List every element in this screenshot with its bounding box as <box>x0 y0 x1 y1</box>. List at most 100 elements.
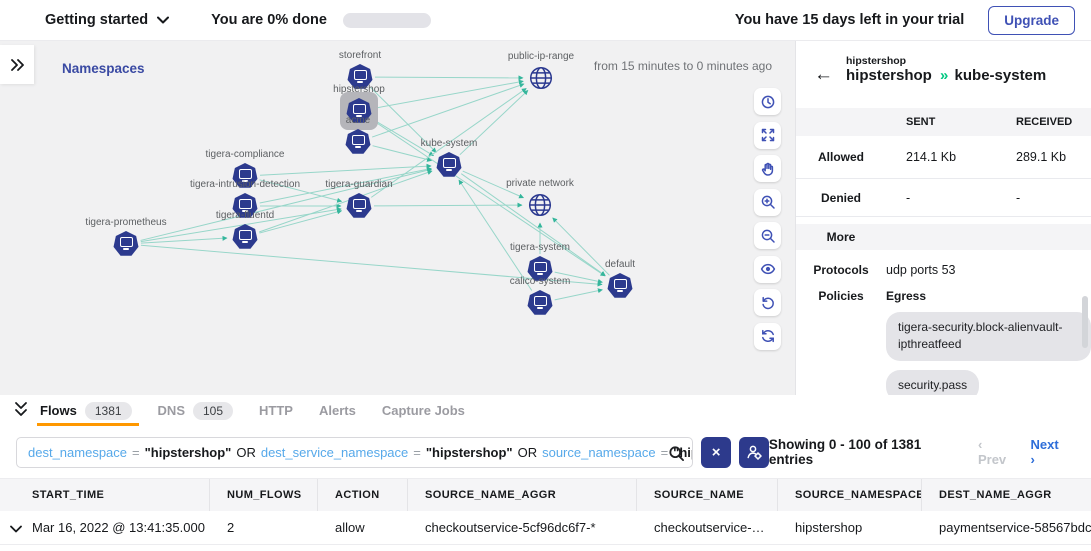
protocols-row: Protocols udp ports 53 <box>796 263 1091 277</box>
graph-node-storefront[interactable] <box>347 64 373 89</box>
time-range-label: from 15 minutes to 0 minutes ago <box>593 59 772 73</box>
graph-tool-undo-button[interactable] <box>754 289 781 316</box>
row-expander-icon[interactable] <box>10 521 22 536</box>
progress-label: You are 0% done <box>211 12 327 28</box>
tab-label: Flows <box>40 403 77 418</box>
policy-pill[interactable]: tigera-security.block-alienvault-ipthrea… <box>886 312 1091 370</box>
tab-count-badge: 1381 <box>84 401 132 420</box>
back-arrow-icon[interactable]: ← <box>814 64 833 85</box>
namespace-icon <box>533 261 547 272</box>
graph-tool-zoom-in-button[interactable] <box>754 188 781 216</box>
graph-node-private-network[interactable] <box>527 192 553 221</box>
namespace-icon <box>119 236 133 247</box>
graph-node-default[interactable] <box>607 273 633 298</box>
tab-count-badge: 105 <box>193 401 234 420</box>
graph-tool-zoom-out-button[interactable] <box>754 222 781 249</box>
sent-column-header: SENT <box>906 116 936 128</box>
trial-days-text: You have 15 days left in your trial <box>734 12 965 28</box>
upgrade-button[interactable]: Upgrade <box>988 5 1075 35</box>
policies-direction-label: Egress <box>886 289 927 303</box>
graph-node-label: tigera-prometheus <box>85 217 167 228</box>
namespaces-graph[interactable]: Namespaces from 15 minutes to 0 minutes … <box>0 41 795 396</box>
undo-icon <box>761 296 774 309</box>
clear-search-button[interactable]: × <box>701 436 732 468</box>
next-page-button[interactable]: Next › <box>1030 437 1059 467</box>
graph-node-tigera-prometheus[interactable] <box>113 231 139 256</box>
graph-node-label: public-ip-range <box>507 51 575 62</box>
denied-received-value: - <box>1016 190 1021 205</box>
graph-node-tigera-compliance[interactable] <box>232 163 258 188</box>
policy-pill-label: security.pass <box>886 369 980 396</box>
tab-flows[interactable]: Flows 1381 <box>37 395 139 426</box>
column-header-source_name_aggr[interactable]: SOURCE_NAME_AGGR <box>408 479 637 511</box>
fit-view-icon <box>761 128 774 142</box>
graph-node-tigera-fluentd[interactable] <box>232 224 258 249</box>
cell-source_name: checkoutservice-… <box>654 520 765 535</box>
detail-title-dest: kube-system <box>954 67 1047 84</box>
column-header-action[interactable]: ACTION <box>318 479 408 511</box>
denied-sent-value: - <box>906 190 911 205</box>
namespace-icon <box>352 103 366 114</box>
graph-node-label: default <box>604 259 636 270</box>
graph-node-tigera-guardian[interactable] <box>346 193 372 218</box>
graph-node-tigera-system[interactable] <box>527 256 553 281</box>
graph-node-public-ip-range[interactable] <box>528 65 554 94</box>
graph-tool-pan-button[interactable] <box>754 155 781 182</box>
flow-detail-panel: hipstershop ← hipstershop » kube-system … <box>795 41 1091 396</box>
allowed-label: Allowed <box>817 150 864 164</box>
graph-node-label: tigera-compliance <box>205 149 285 160</box>
tab-capture-jobs[interactable]: Capture Jobs <box>382 395 465 426</box>
main-area: Namespaces from 15 minutes to 0 minutes … <box>0 40 1091 396</box>
graph-tool-visibility-button[interactable] <box>754 255 781 283</box>
query-token-field: source_namespace <box>542 444 656 460</box>
cell-num_flows: 2 <box>227 520 235 535</box>
tab-alerts[interactable]: Alerts <box>319 395 356 426</box>
namespace-icon <box>352 198 366 209</box>
namespace-icon <box>351 134 365 145</box>
protocols-value: udp ports 53 <box>886 263 956 277</box>
tab-label: Alerts <box>318 403 356 418</box>
graph-node-acme[interactable] <box>345 129 371 154</box>
column-header-dest_name_aggr[interactable]: DEST_NAME_AGGR <box>939 489 1052 501</box>
namespace-icon <box>238 168 252 179</box>
denied-row: Denied - - <box>796 179 1091 217</box>
graph-tool-history-button[interactable] <box>754 88 781 115</box>
getting-started-dropdown[interactable]: Getting started <box>45 12 170 28</box>
top-bar: Getting started You are 0% done You have… <box>0 0 1091 40</box>
progress-bar <box>342 12 431 28</box>
graph-node-label: calico-system <box>509 276 571 287</box>
sidebar-expand-button[interactable] <box>0 45 34 84</box>
graph-node-calico-system[interactable] <box>527 290 553 315</box>
refresh-icon <box>761 329 774 343</box>
query-token-op: = <box>132 444 140 460</box>
graph-node-kube-system[interactable] <box>436 152 462 177</box>
column-header-source_name[interactable]: SOURCE_NAME <box>637 479 778 511</box>
user-query-settings-button[interactable] <box>739 436 769 468</box>
query-token-value: "hipstershop" <box>425 444 513 460</box>
search-icon[interactable] <box>668 445 685 465</box>
detail-title-source: hipstershop <box>846 67 932 84</box>
detail-scrollbar-thumb[interactable] <box>1082 296 1088 348</box>
pan-icon <box>761 162 773 176</box>
graph-node-label: kube-system <box>420 138 478 149</box>
policy-pill[interactable]: security.pass <box>886 369 1091 396</box>
tab-http[interactable]: HTTP <box>259 395 293 426</box>
policy-pill-list: tigera-security.block-alienvault-ipthrea… <box>886 312 1091 396</box>
column-header-start_time[interactable]: START_TIME <box>0 479 210 511</box>
graph-tool-refresh-button[interactable] <box>754 322 781 350</box>
tab-label: HTTP <box>259 403 293 418</box>
prev-page-button[interactable]: ‹ Prev <box>977 437 1007 467</box>
column-header-num_flows[interactable]: NUM_FLOWS <box>210 479 318 511</box>
graph-node-label: storefront <box>338 50 382 61</box>
column-header-source_namespace[interactable]: SOURCE_NAMESPACE <box>778 479 922 511</box>
panel-collapse-button[interactable] <box>13 401 29 421</box>
graph-tool-fit-view-button[interactable] <box>754 121 781 149</box>
graph-node-hipstershop[interactable] <box>346 98 372 123</box>
graph-node-tigera-intrusion-detection[interactable] <box>232 193 258 218</box>
cell-start_time: Mar 16, 2022 @ 13:41:35.000 <box>0 511 210 544</box>
